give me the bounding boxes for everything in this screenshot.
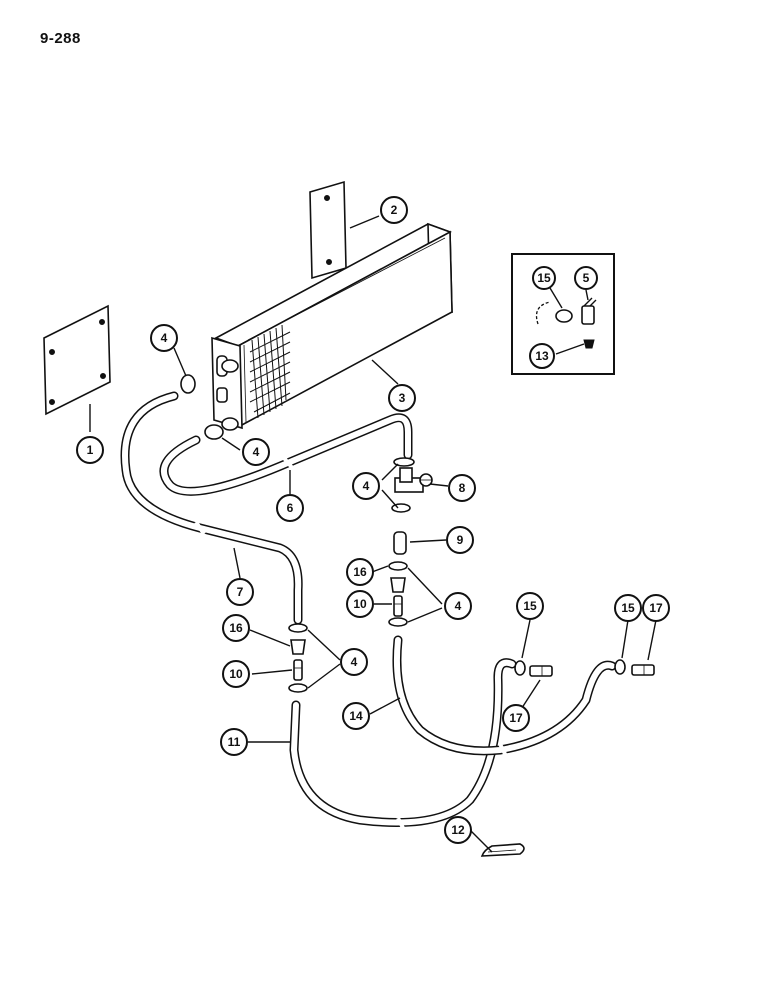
- callout-9: 9: [446, 526, 474, 554]
- hose-6: [159, 413, 413, 496]
- callout-11: 11: [220, 728, 248, 756]
- svg-text:10: 10: [353, 597, 367, 611]
- callout-16: 16: [346, 558, 374, 586]
- connector: [293, 659, 303, 681]
- callout-15: 15: [614, 594, 642, 622]
- svg-text:9: 9: [457, 533, 464, 547]
- callout-4: 4: [150, 324, 178, 352]
- core-fins: [249, 324, 291, 419]
- hose-14: [392, 635, 617, 757]
- callout-14: 14: [342, 702, 370, 730]
- callout-10: 10: [346, 590, 374, 618]
- hose-clamp: [288, 623, 308, 633]
- reducer: [290, 639, 306, 655]
- callout-8: 8: [448, 474, 476, 502]
- callout-10: 10: [222, 660, 250, 688]
- callout-17: 17: [642, 594, 670, 622]
- callout-4: 4: [340, 648, 368, 676]
- svg-text:16: 16: [353, 565, 367, 579]
- svg-text:10: 10: [229, 667, 243, 681]
- callout-1: 1: [76, 436, 104, 464]
- svg-text:1: 1: [87, 443, 94, 457]
- tube: [393, 531, 407, 555]
- svg-text:4: 4: [455, 599, 462, 613]
- callout-15: 15: [516, 592, 544, 620]
- hose-clamp: [204, 424, 224, 440]
- svg-text:4: 4: [363, 479, 370, 493]
- svg-text:3: 3: [399, 391, 406, 405]
- hose-clamp: [514, 660, 526, 676]
- hose-clamp: [180, 374, 196, 394]
- callout-16: 16: [222, 614, 250, 642]
- connector: [393, 595, 403, 617]
- hose-11: [289, 658, 517, 831]
- svg-text:4: 4: [161, 331, 168, 345]
- svg-text:6: 6: [287, 501, 294, 515]
- reducer: [388, 561, 408, 593]
- svg-text:13: 13: [535, 349, 549, 363]
- callout-17: 17: [502, 704, 530, 732]
- callout-5: 5: [574, 266, 598, 290]
- callout-4: 4: [444, 592, 472, 620]
- svg-text:15: 15: [621, 601, 635, 615]
- fitting: [529, 665, 553, 677]
- side-plate: [43, 304, 111, 416]
- callout-4: 4: [242, 438, 270, 466]
- hose-clamp: [388, 617, 408, 627]
- svg-text:2: 2: [391, 203, 398, 217]
- svg-text:15: 15: [523, 599, 537, 613]
- callout-2: 2: [380, 196, 408, 224]
- hose-7: [120, 391, 303, 625]
- svg-text:16: 16: [229, 621, 243, 635]
- callout-3: 3: [388, 384, 416, 412]
- svg-text:7: 7: [237, 585, 244, 599]
- svg-text:4: 4: [351, 655, 358, 669]
- inset-detail: [511, 253, 615, 375]
- page-number: 9-288: [40, 30, 81, 47]
- svg-text:17: 17: [509, 711, 523, 725]
- callout-7: 7: [226, 578, 254, 606]
- hose-clamp: [614, 659, 626, 675]
- svg-text:11: 11: [228, 735, 241, 749]
- leader-lines: [89, 215, 657, 853]
- hose-clamp: [288, 683, 308, 693]
- fitting: [631, 664, 655, 676]
- svg-text:4: 4: [253, 445, 260, 459]
- svg-text:15: 15: [537, 271, 551, 285]
- heater-core: [211, 222, 453, 431]
- svg-text:12: 12: [451, 823, 465, 837]
- svg-text:14: 14: [349, 709, 363, 723]
- hose-support: [480, 843, 525, 857]
- callout-4: 4: [352, 472, 380, 500]
- top-plate: [309, 180, 347, 280]
- callout-13: 13: [529, 343, 555, 369]
- callout-6: 6: [276, 494, 304, 522]
- svg-text:8: 8: [459, 481, 466, 495]
- svg-text:17: 17: [649, 601, 663, 615]
- svg-text:5: 5: [583, 271, 590, 285]
- callout-12: 12: [444, 816, 472, 844]
- shutoff-valve: [391, 457, 433, 513]
- callout-15: 15: [532, 266, 556, 290]
